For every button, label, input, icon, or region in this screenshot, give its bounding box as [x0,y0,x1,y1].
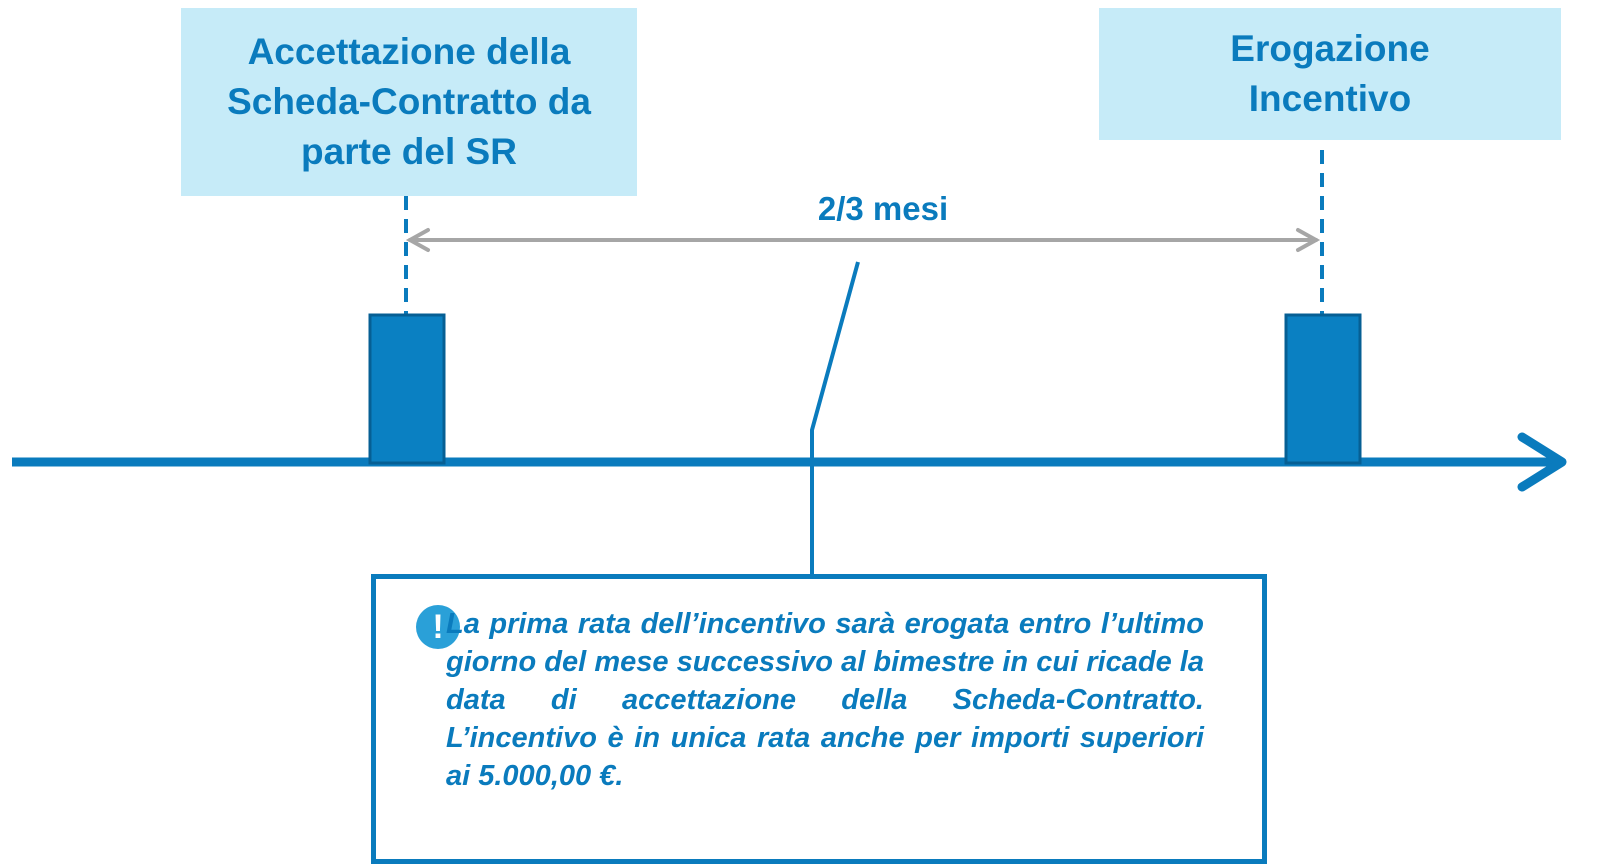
note-callout-box: ! La prima rata dell’incentivo sarà erog… [371,574,1267,864]
duration-span-arrow [405,228,1321,252]
note-text: La prima rata dell’incentivo sarà erogat… [446,608,1204,792]
acceptance-label-box: Accettazione della Scheda-Contratto da p… [181,8,637,196]
right-event-marker [1284,313,1362,465]
duration-label: 2/3 mesi [817,190,949,227]
left-event-marker [368,313,446,465]
acceptance-label-line-2: Scheda-Contratto da [227,81,591,122]
callout-connector [810,261,860,576]
disbursement-label-line-2: Incentivo [1248,78,1412,119]
acceptance-label-line-3: parte del SR [301,131,517,172]
acceptance-label-line-1: Accettazione della [247,31,571,72]
exclamation-icon: ! [416,605,460,649]
disbursement-label-box: Erogazione Incentivo [1099,8,1561,140]
disbursement-label-line-1: Erogazione [1230,28,1430,69]
timeline-arrowhead [1517,432,1567,492]
